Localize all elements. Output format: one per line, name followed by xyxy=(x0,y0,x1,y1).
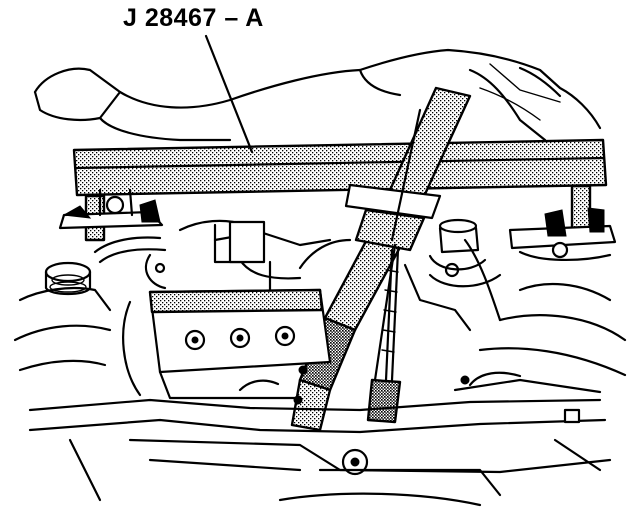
callout-leader-line xyxy=(204,34,254,154)
engine-hoses xyxy=(93,219,352,292)
engine-valve-cover xyxy=(122,288,332,400)
fluid-reservoir xyxy=(403,218,502,332)
right-strut-tower xyxy=(453,282,627,394)
left-strut-tower xyxy=(13,261,112,372)
lift-chain xyxy=(366,248,402,424)
right-fixture-foot xyxy=(508,207,617,261)
lower-frame xyxy=(28,371,612,507)
left-fixture-foot xyxy=(58,188,164,230)
vehicle-body-outline xyxy=(33,48,602,142)
lift-strap xyxy=(290,86,472,432)
tool-number-callout: J 28467 – A xyxy=(123,4,264,32)
